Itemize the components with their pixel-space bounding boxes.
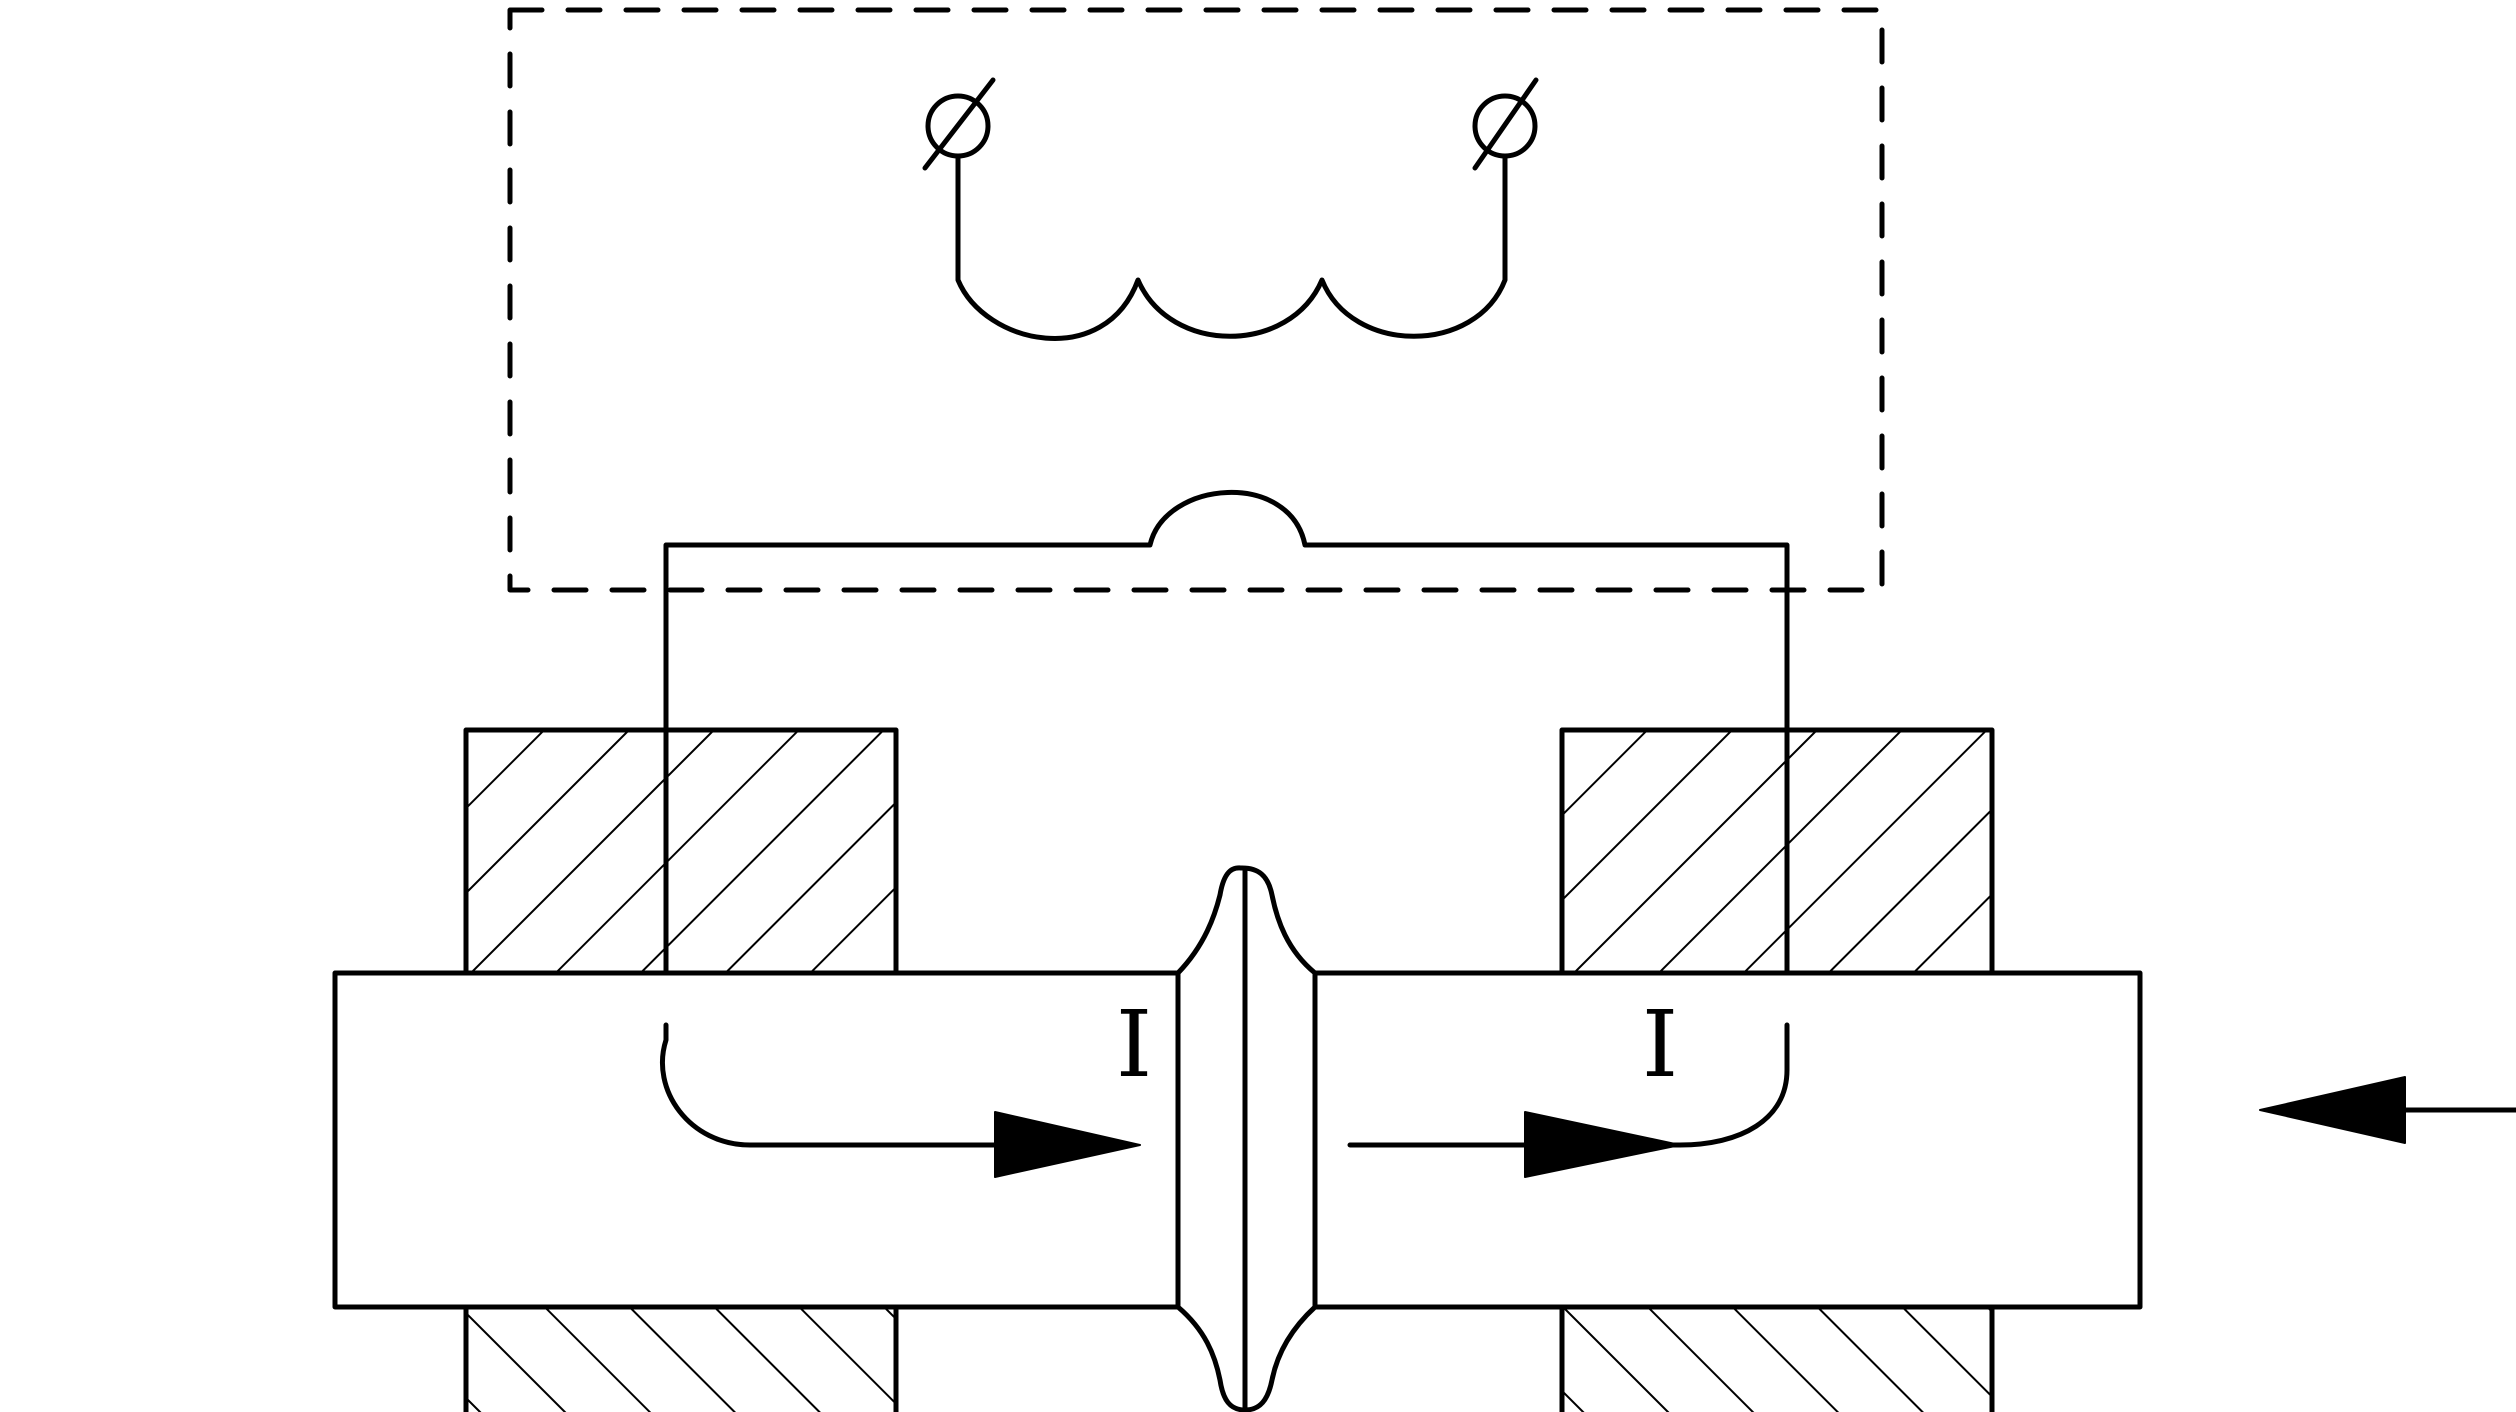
secondary-loop bbox=[663, 489, 1790, 1028]
electrode-upper-left bbox=[463, 727, 899, 976]
transformer-housing bbox=[507, 7, 1885, 593]
force-arrow-head-shape bbox=[2259, 1076, 2406, 1144]
primary-winding bbox=[955, 153, 1508, 341]
current-arrow-right-head bbox=[1524, 1111, 1681, 1178]
current-path-left bbox=[659, 1022, 1008, 1148]
electrode-lower-left bbox=[463, 1304, 899, 1412]
electrode-upper-right bbox=[1559, 727, 1995, 976]
current-path-right bbox=[1347, 1022, 1790, 1148]
current-label-right: I bbox=[1642, 991, 1678, 1098]
current-arrow-left-head bbox=[994, 1111, 1141, 1178]
current-label-left: I bbox=[1116, 991, 1152, 1098]
electrode-lower-right bbox=[1559, 1304, 1995, 1412]
